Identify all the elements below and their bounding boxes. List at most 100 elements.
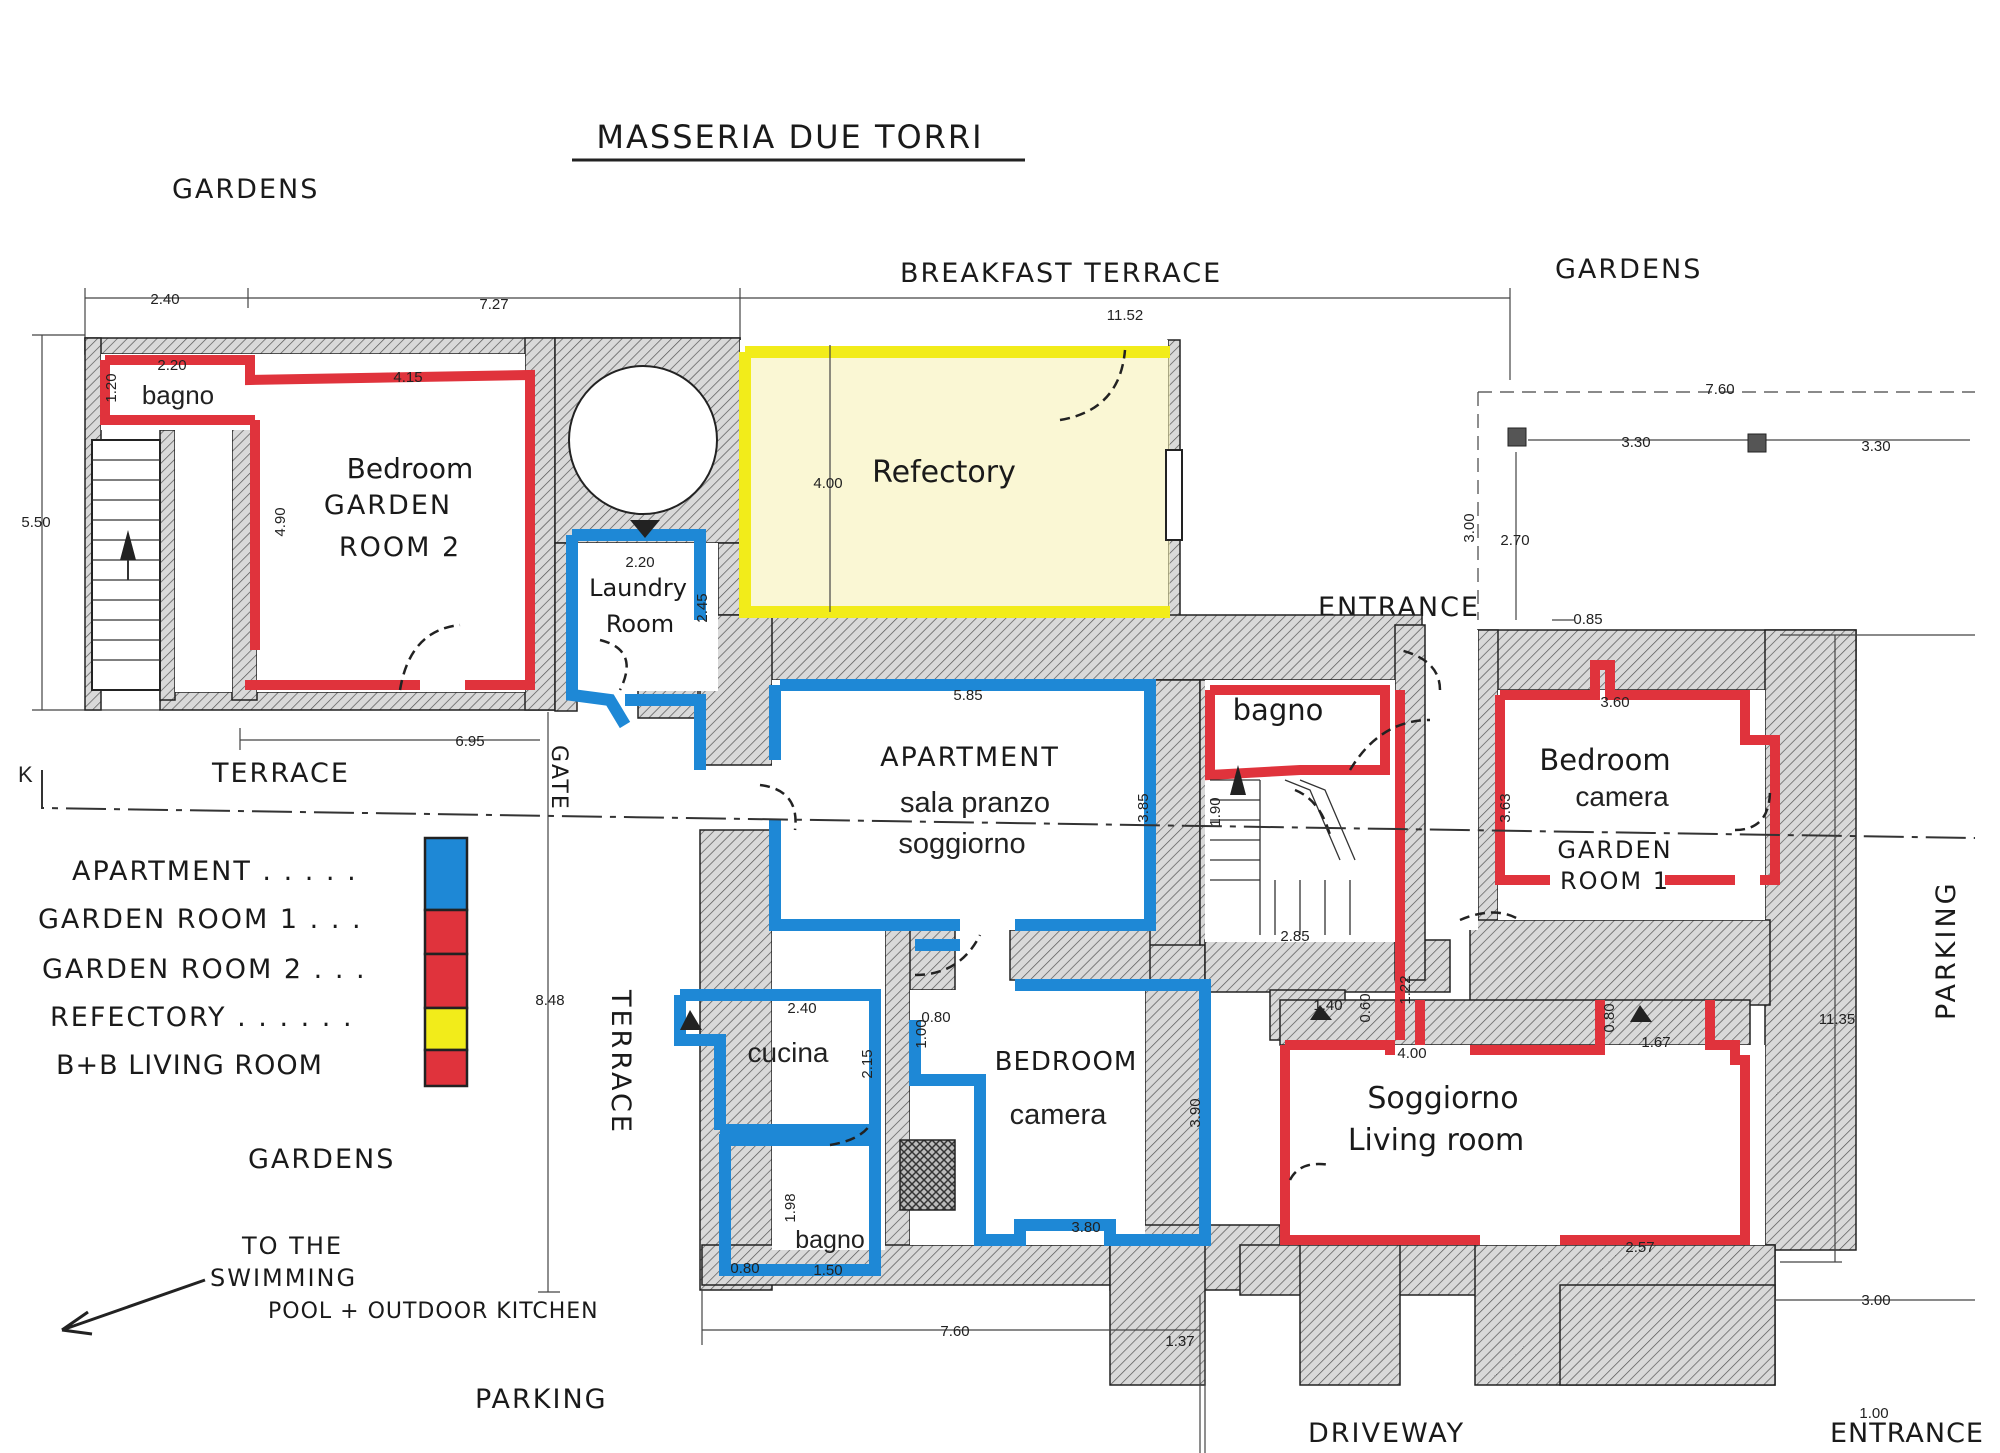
terrace-vertical-label: TERRACE xyxy=(605,989,636,1135)
dim-760-bottom: 7.60 xyxy=(940,1323,969,1340)
dim-122: 1.22 xyxy=(1397,975,1414,1004)
bagno-apt-label: bagno xyxy=(795,1226,865,1254)
bedroom-gr2-label-2: GARDEN xyxy=(324,490,452,521)
dim-220-laundry: 2.20 xyxy=(625,554,654,571)
living-room-label-2: Living room xyxy=(1348,1123,1524,1158)
stair-up-arrow-icon xyxy=(120,530,136,560)
laundry-label-1: Laundry xyxy=(589,574,687,602)
dim-848: 8.48 xyxy=(535,992,564,1009)
breakfast-terrace-label: BREAKFAST TERRACE xyxy=(900,258,1222,289)
laundry-outline xyxy=(566,529,706,770)
pillar-icon xyxy=(1507,427,1527,447)
sala-pranzo-label: sala pranzo xyxy=(900,787,1050,819)
dim-190: 1.90 xyxy=(1207,797,1224,826)
dim-300: 3.00 xyxy=(1461,513,1478,542)
dim-080-c: 0.80 xyxy=(1601,1003,1618,1032)
dim-360: 3.60 xyxy=(1600,694,1629,711)
section-line xyxy=(41,770,1976,839)
bagno-gr2-label: bagno xyxy=(142,380,214,410)
legend-swatch-garden-room-2 xyxy=(423,952,469,1010)
cucina-outline xyxy=(674,989,881,1136)
dim-400: 4.00 xyxy=(813,475,842,492)
dim-220-bagno: 2.20 xyxy=(157,357,186,374)
dim-550: 5.50 xyxy=(21,514,50,531)
legend-label-garden-room-2: GARDEN ROOM 2 . . . xyxy=(42,954,367,985)
plan-title: MASSERIA DUE TORRI xyxy=(596,118,983,156)
stair-up-arrow-icon xyxy=(1230,765,1246,795)
bedroom-gr2-label-1: Bedroom xyxy=(347,452,474,485)
dim-363: 3.63 xyxy=(1497,793,1514,822)
top-dimension-lines xyxy=(84,288,1975,620)
swimming-pool-label-2: SWIMMING xyxy=(210,1264,357,1292)
bedroom-apt-label-2: camera xyxy=(1010,1099,1108,1131)
dim-390: 3.90 xyxy=(1187,1098,1204,1127)
stairs-center xyxy=(1210,779,1356,935)
refectory-fill xyxy=(745,348,1170,613)
dim-490: 4.90 xyxy=(272,507,289,536)
gardens-top-left-label: GARDENS xyxy=(172,174,319,205)
dim-415: 4.15 xyxy=(393,369,422,386)
dim-385: 3.85 xyxy=(1135,793,1152,822)
garden-room-2-outline xyxy=(105,355,535,690)
fireplace-icon xyxy=(1310,1005,1332,1020)
garden-room-1-outline xyxy=(1495,660,1780,885)
dim-300-right: 3.00 xyxy=(1861,1292,1890,1309)
apartment-living-outline xyxy=(769,679,1156,931)
dim-080-a: 0.80 xyxy=(921,1009,950,1026)
bagno-gr1-label: bagno xyxy=(1233,693,1324,727)
dim-585: 5.85 xyxy=(953,687,982,704)
shower-tray xyxy=(899,1139,956,1211)
legend-label-apartment: APARTMENT . . . . . xyxy=(72,856,358,887)
dim-727-top: 7.27 xyxy=(479,296,508,313)
gardens-top-right-label: GARDENS xyxy=(1555,254,1702,285)
dim-240-top: 2.40 xyxy=(150,291,179,308)
window xyxy=(1165,449,1183,541)
stairs-left xyxy=(91,439,161,691)
legend-swatch-refectory xyxy=(423,1006,469,1052)
driveway-label: DRIVEWAY xyxy=(1308,1418,1465,1449)
corridor-gr1-outline xyxy=(1395,690,1425,1045)
dim-330-a: 3.30 xyxy=(1621,434,1650,451)
bedroom-gr1-label-4: ROOM 1 xyxy=(1560,867,1670,895)
pillar-icon xyxy=(1747,433,1767,453)
outer-dimension-lines xyxy=(239,634,1975,1453)
terrace-left-label: TERRACE xyxy=(211,758,350,789)
dim-140: 1.40 xyxy=(1313,997,1342,1014)
legend-swatch-garden-room-1 xyxy=(423,908,469,956)
parking-right-label: PARKING xyxy=(1931,880,1962,1020)
legend-swatch-apartment xyxy=(423,836,469,912)
bedroom-gr1-label-2: camera xyxy=(1575,781,1669,812)
bagno-gr1-outline xyxy=(1205,685,1390,781)
dim-060: 0.60 xyxy=(1357,993,1374,1022)
dim-330-b: 3.30 xyxy=(1861,438,1890,455)
bedroom-gr1-label-1: Bedroom xyxy=(1539,743,1670,777)
dim-400-living: 4.00 xyxy=(1397,1045,1426,1062)
soggiorno-apt-label: soggiorno xyxy=(898,828,1025,860)
dim-198: 1.98 xyxy=(782,1193,799,1222)
dim-100: 1.00 xyxy=(913,1019,930,1048)
bagno-gr2-outline xyxy=(100,360,255,425)
dim-215: 2.15 xyxy=(859,1049,876,1078)
dim-1152-top: 11.52 xyxy=(1107,307,1143,324)
dim-380: 3.80 xyxy=(1071,1219,1100,1236)
swimming-pool-label-3: POOL + OUTDOOR KITCHEN xyxy=(268,1299,599,1324)
gate-label: GATE xyxy=(546,745,571,811)
bedroom-apt-outline xyxy=(909,939,1211,1246)
dim-100-corner: 1.00 xyxy=(1859,1405,1888,1422)
swimming-pool-label-1: TO THE xyxy=(241,1232,343,1260)
living-room-label-1: Soggiorno xyxy=(1367,1081,1518,1116)
dim-270: 2.70 xyxy=(1500,532,1529,549)
dim-257: 2.57 xyxy=(1625,1239,1654,1256)
gardens-bottom-left-label: GARDENS xyxy=(248,1144,395,1175)
dim-1135: 11.35 xyxy=(1819,1011,1855,1028)
dim-760-top: 7.60 xyxy=(1705,381,1734,398)
living-room-outline xyxy=(1280,1000,1750,1245)
dim-695: 6.95 xyxy=(455,733,484,750)
dim-085: 0.85 xyxy=(1573,611,1602,628)
dim-167: 1.67 xyxy=(1641,1034,1670,1051)
laundry-label-2: Room xyxy=(606,610,674,638)
bagno-apt-outline xyxy=(719,1134,881,1276)
dim-240-cucina: 2.40 xyxy=(787,1000,816,1017)
dim-150: 1.50 xyxy=(813,1262,842,1279)
swimming-pool-arrow-icon xyxy=(61,1278,206,1336)
